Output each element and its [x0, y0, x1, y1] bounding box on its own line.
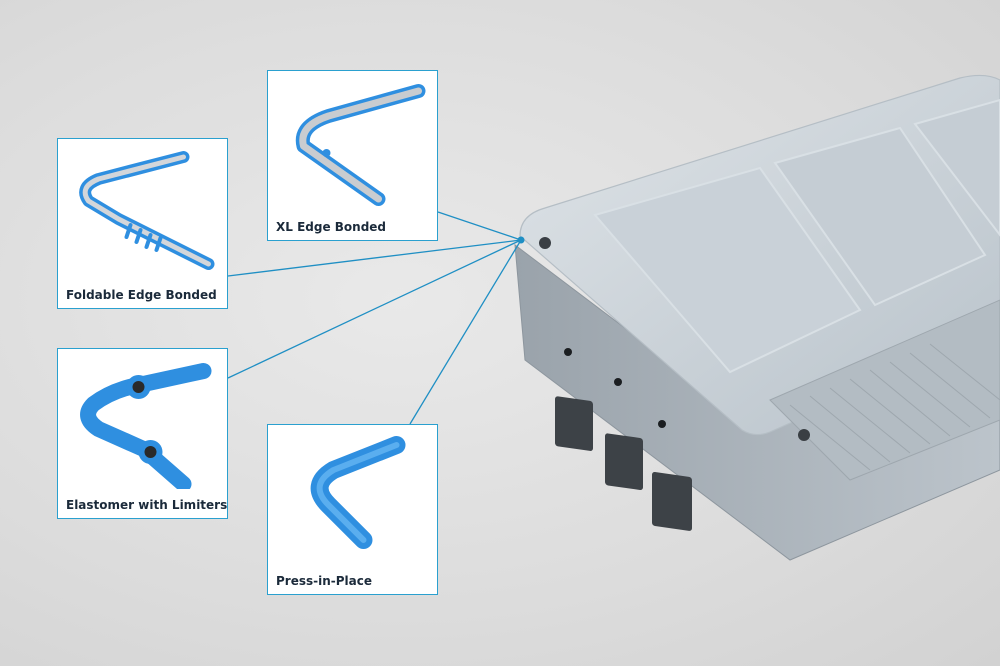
leader-origin-dot [517, 236, 525, 244]
connectors [555, 348, 692, 531]
leader-line-xl [437, 211, 522, 241]
elastomer-with-limiters-gasket-image [80, 363, 212, 489]
lid-panel-middle [773, 126, 987, 307]
callout-label: Foldable Edge Bonded [66, 288, 217, 302]
leader-line-press [409, 239, 522, 425]
lid-panel-left [593, 166, 862, 374]
screw-hole [798, 429, 810, 441]
callout-foldable-edge-bonded: Foldable Edge Bonded [57, 138, 228, 309]
foldable-edge-bonded-gasket-image [79, 151, 215, 270]
screw-hole [539, 237, 551, 249]
callout-xl-edge-bonded: XL Edge Bonded [267, 70, 438, 241]
callout-label: XL Edge Bonded [276, 220, 387, 234]
leader-line-fold [227, 239, 522, 277]
heatsink [769, 299, 1000, 481]
callout-elastomer-with-limiters: Elastomer with Limiters [57, 348, 228, 519]
callout-press-in-place: Press-in-Place [267, 424, 438, 595]
callout-label: Press-in-Place [276, 574, 373, 588]
press-in-place-gasket-image [310, 436, 406, 549]
callout-label: Elastomer with Limiters [66, 498, 228, 512]
lid-panel-right [913, 98, 1000, 237]
leader-line-elast [227, 239, 522, 379]
xl-edge-bonded-gasket-image [295, 84, 426, 206]
